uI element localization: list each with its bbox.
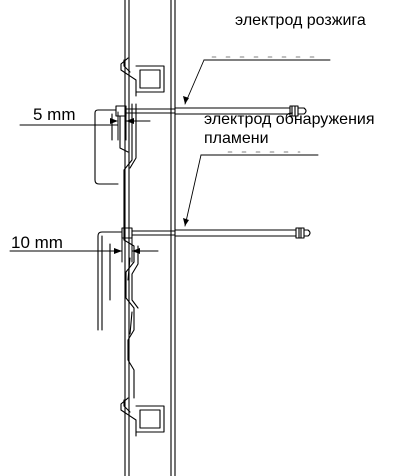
detection-electrode-label-line2: пламени [204, 130, 269, 147]
flame-holder-profile [123, 103, 139, 399]
dimension-10mm-arrows [114, 248, 140, 254]
detection-electrode-label-line1: электрод обнаружения [204, 111, 375, 128]
upper-bracket [120, 57, 165, 97]
leader-lines [184, 56, 331, 227]
leader-arrowheads [183, 96, 189, 226]
dimension-5mm-arrows [110, 118, 134, 124]
lower-bracket [120, 397, 165, 437]
detection-electrode [97, 227, 311, 331]
gap-5mm-label: 5 mm [33, 105, 76, 124]
gap-10mm-label: 10 mm [11, 233, 63, 252]
ignition-electrode [94, 105, 307, 185]
ignition-electrode-label: электрод розжига [235, 12, 366, 29]
